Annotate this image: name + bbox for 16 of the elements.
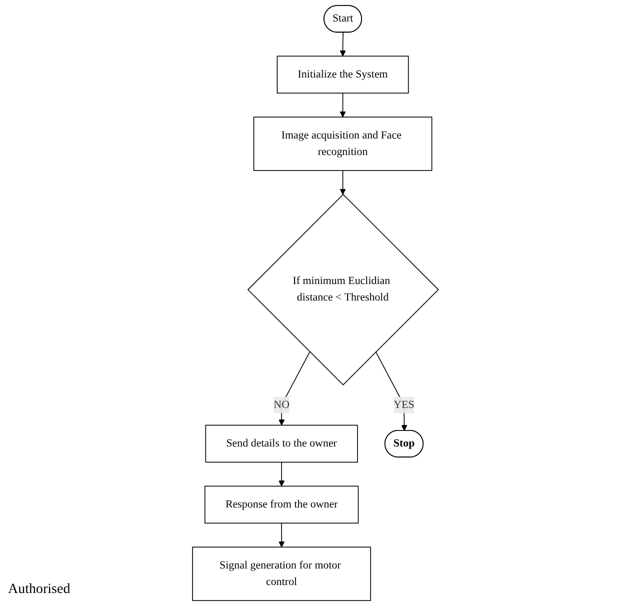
edge-label: NO — [274, 398, 290, 411]
arrow — [278, 351, 310, 426]
node-box: Signal generation for motor control — [192, 546, 372, 601]
node-box: Image acquisition and Face recognition — [253, 116, 432, 171]
node-box: Send details to the owner — [205, 424, 358, 463]
arrow — [375, 351, 408, 431]
arrow — [278, 522, 285, 548]
arrow — [278, 462, 285, 486]
node-diamond: If minimum Euclidian distance < Threshold — [247, 194, 439, 386]
note-text: Authorised — [8, 582, 70, 598]
arrow — [340, 32, 346, 56]
arrow — [340, 92, 346, 118]
node-box: Response from the owner — [204, 486, 359, 524]
edge-label: YES — [394, 398, 414, 411]
node-box: Initialize the System — [276, 56, 409, 94]
arrow — [340, 170, 346, 195]
